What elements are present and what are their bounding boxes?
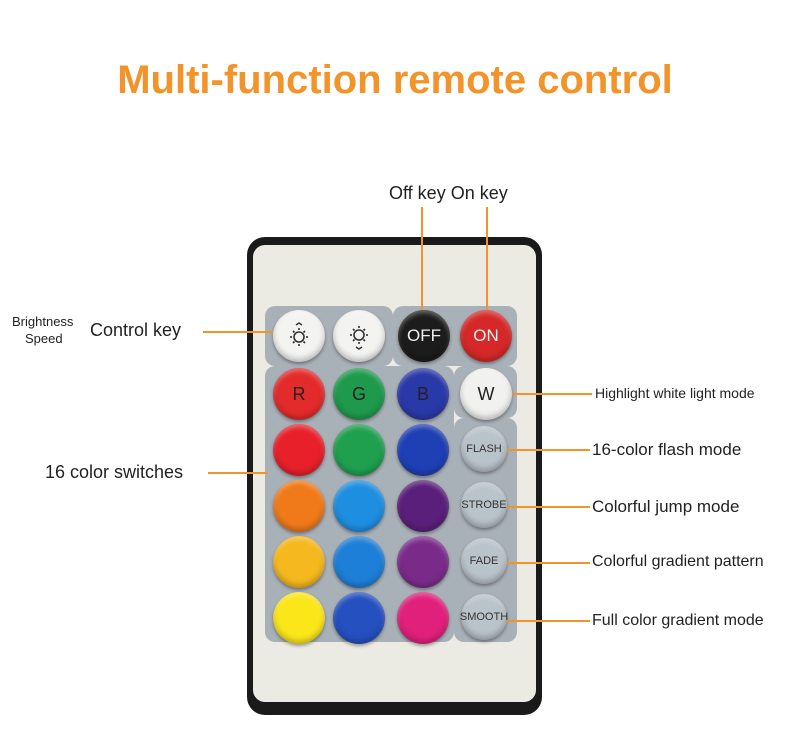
fade-button[interactable]: FADE bbox=[461, 538, 507, 584]
off-key-leader bbox=[421, 207, 423, 310]
jump-mode-label: Colorful jump mode bbox=[592, 497, 740, 516]
green-button[interactable]: G bbox=[333, 368, 385, 420]
color-button[interactable] bbox=[397, 592, 449, 644]
color-switches-label: 16 color switches bbox=[45, 462, 184, 482]
full-gradient-leader bbox=[507, 620, 590, 622]
sun-up-icon bbox=[290, 322, 308, 346]
flash-mode-label: 16-color flash mode bbox=[592, 440, 742, 459]
sun-down-icon bbox=[350, 326, 368, 350]
red-button[interactable]: R bbox=[273, 368, 325, 420]
gradient-pattern-label: Colorful gradient pattern bbox=[592, 553, 764, 570]
brightness-up-button[interactable] bbox=[273, 310, 325, 362]
white-button[interactable]: W bbox=[460, 368, 512, 420]
color-button[interactable] bbox=[397, 480, 449, 532]
color-button[interactable] bbox=[333, 592, 385, 644]
color-button[interactable] bbox=[273, 536, 325, 588]
off-button[interactable]: OFF bbox=[398, 310, 450, 362]
color-button[interactable] bbox=[333, 424, 385, 476]
jump-mode-leader bbox=[507, 506, 590, 508]
on-button[interactable]: ON bbox=[460, 310, 512, 362]
color-button[interactable] bbox=[273, 424, 325, 476]
color-button[interactable] bbox=[333, 536, 385, 588]
full-gradient-label: Full color gradient mode bbox=[592, 612, 764, 629]
white-mode-leader bbox=[512, 393, 592, 395]
color-button[interactable] bbox=[397, 424, 449, 476]
control-key-label: Control key bbox=[90, 320, 182, 340]
control-key-leader bbox=[203, 331, 273, 333]
color-button[interactable] bbox=[333, 480, 385, 532]
color-switches-leader bbox=[208, 472, 268, 474]
flash-button[interactable]: FLASH bbox=[461, 426, 507, 472]
flash-mode-leader bbox=[507, 449, 590, 451]
smooth-button[interactable]: SMOOTH bbox=[460, 594, 508, 640]
strobe-button[interactable]: STROBE bbox=[461, 482, 507, 528]
page-title: Multi-function remote control bbox=[117, 58, 673, 102]
gradient-pattern-leader bbox=[507, 562, 590, 564]
color-button[interactable] bbox=[397, 536, 449, 588]
brightness-down-button[interactable] bbox=[333, 310, 385, 362]
color-button[interactable] bbox=[273, 592, 325, 644]
brightness-label: Brightness bbox=[12, 314, 74, 329]
on-key-leader bbox=[486, 207, 488, 310]
speed-label: Speed bbox=[25, 331, 63, 346]
white-mode-label: Highlight white light mode bbox=[595, 385, 755, 401]
color-button[interactable] bbox=[273, 480, 325, 532]
blue-button[interactable]: B bbox=[397, 368, 449, 420]
off-on-key-label: Off key On key bbox=[389, 183, 508, 203]
